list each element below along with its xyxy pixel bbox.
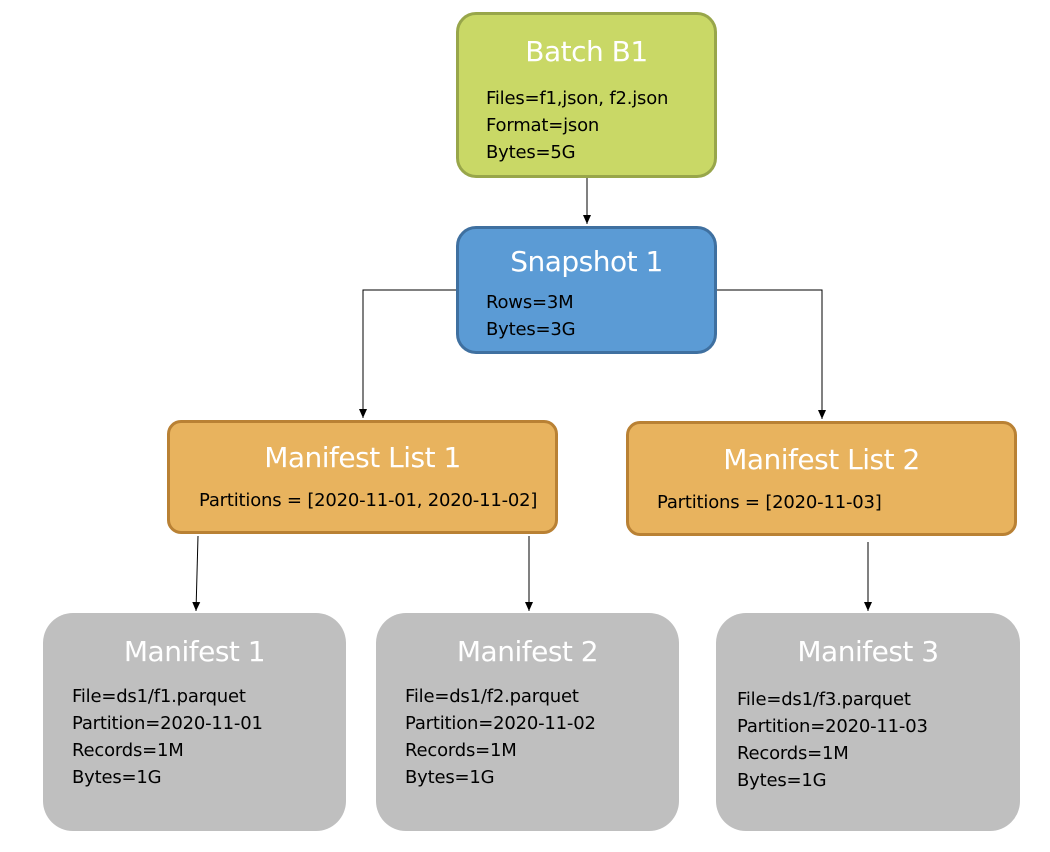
manifest-3-details: File=ds1/f3.parquet Partition=2020-11-03… — [716, 669, 1020, 794]
snapshot-details: Rows=3M Bytes=3G — [459, 279, 714, 343]
manifest-1-line-bytes: Bytes=1G — [72, 767, 162, 788]
manifest-3-line-records: Records=1M — [737, 743, 849, 764]
manifest-2-node: Manifest 2 File=ds1/f2.parquet Partition… — [376, 613, 679, 831]
manifest-list-2-node: Manifest List 2 Partitions = [2020-11-03… — [626, 421, 1017, 536]
snapshot-line-bytes: Bytes=3G — [486, 319, 576, 340]
batch-title: Batch B1 — [525, 35, 648, 68]
manifest-1-title: Manifest 1 — [123, 635, 266, 668]
manifest-2-title: Manifest 2 — [456, 635, 599, 668]
edge-manifest-list-1-to-manifest-1 — [192, 535, 201, 612]
batch-details: Files=f1,json, f2.json Format=json Bytes… — [459, 69, 714, 166]
manifest-list-1-line-partitions: Partitions = [2020-11-01, 2020-11-02] — [199, 490, 538, 511]
manifest-1-line-file: File=ds1/f1.parquet — [72, 686, 246, 707]
manifest-1-line-partition: Partition=2020-11-01 — [72, 713, 263, 734]
manifest-2-line-records: Records=1M — [405, 740, 517, 761]
manifest-list-2-line-partitions: Partitions = [2020-11-03] — [657, 492, 882, 513]
batch-line-bytes: Bytes=5G — [486, 142, 576, 163]
manifest-list-2-title: Manifest List 2 — [723, 443, 920, 476]
batch-line-format: Format=json — [486, 115, 600, 136]
manifest-list-2-details: Partitions = [2020-11-03] — [629, 477, 1014, 516]
manifest-1-node: Manifest 1 File=ds1/f1.parquet Partition… — [43, 613, 346, 831]
manifest-3-line-bytes: Bytes=1G — [737, 770, 827, 791]
manifest-list-1-node: Manifest List 1 Partitions = [2020-11-01… — [167, 420, 558, 534]
edge-snapshot-to-manifest-list-1 — [359, 289, 456, 418]
manifest-3-title: Manifest 3 — [797, 635, 939, 668]
snapshot-title: Snapshot 1 — [510, 245, 663, 278]
manifest-2-details: File=ds1/f2.parquet Partition=2020-11-02… — [376, 669, 679, 791]
edge-snapshot-to-manifest-list-2 — [717, 289, 826, 419]
manifest-2-line-file: File=ds1/f2.parquet — [405, 686, 579, 707]
manifest-1-line-records: Records=1M — [72, 740, 184, 761]
manifest-3-line-partition: Partition=2020-11-03 — [737, 716, 928, 737]
manifest-list-1-title: Manifest List 1 — [264, 441, 461, 474]
manifest-2-line-partition: Partition=2020-11-02 — [405, 713, 596, 734]
manifest-3-line-file: File=ds1/f3.parquet — [737, 689, 911, 710]
manifest-2-line-bytes: Bytes=1G — [405, 767, 495, 788]
snapshot-node: Snapshot 1 Rows=3M Bytes=3G — [456, 226, 717, 354]
batch-line-files: Files=f1,json, f2.json — [486, 88, 669, 109]
manifest-list-1-details: Partitions = [2020-11-01, 2020-11-02] — [170, 475, 555, 514]
batch-node: Batch B1 Files=f1,json, f2.json Format=j… — [456, 12, 717, 178]
manifest-3-node: Manifest 3 File=ds1/f3.parquet Partition… — [716, 613, 1020, 831]
snapshot-line-rows: Rows=3M — [486, 292, 574, 313]
manifest-1-details: File=ds1/f1.parquet Partition=2020-11-01… — [43, 669, 346, 791]
